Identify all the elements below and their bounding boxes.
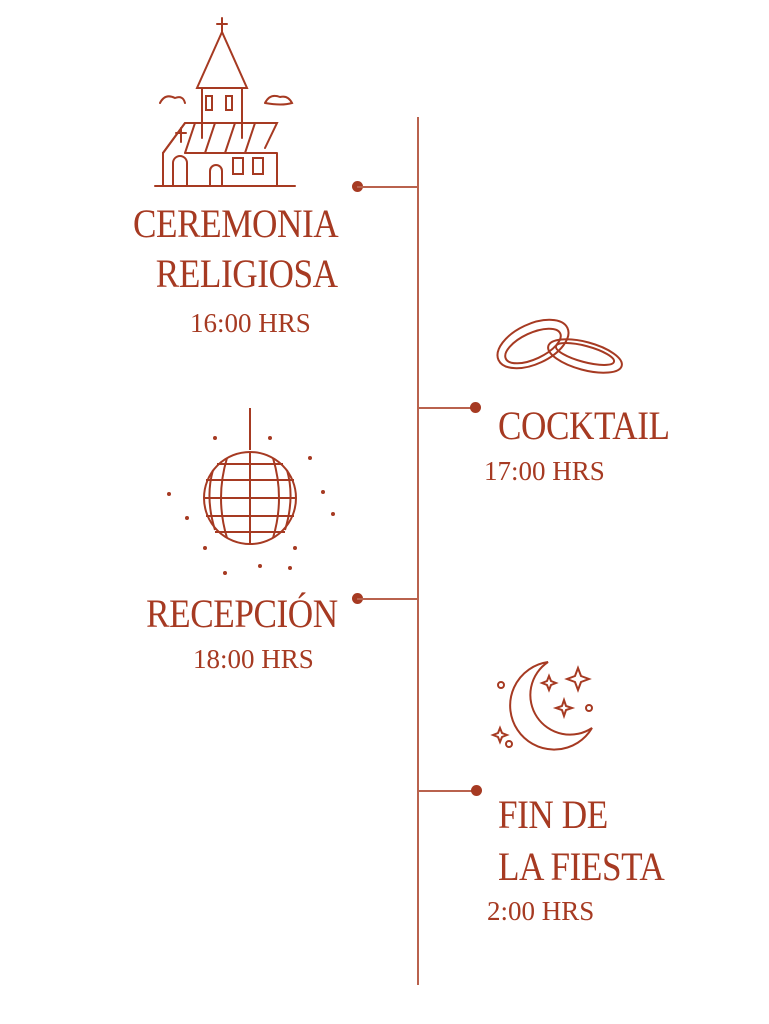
timeline-connector (418, 790, 478, 792)
timeline-axis (417, 117, 419, 985)
disco-ball-icon (167, 408, 335, 575)
church-icon (154, 17, 296, 187)
event-time: 2:00 HRS (487, 896, 595, 926)
timeline-dot (470, 402, 481, 413)
event-title: COCKTAIL (498, 403, 670, 448)
wedding-rings-icon (496, 318, 623, 374)
timeline-connector (418, 407, 478, 409)
timeline-connector (357, 598, 417, 600)
moon-stars-icon (490, 661, 593, 751)
timeline-dot (471, 785, 482, 796)
event-title: CEREMONIA (132, 201, 339, 246)
event-time: 17:00 HRS (484, 456, 605, 486)
event-title: FIN DE (498, 792, 608, 837)
event-time: 16:00 HRS (190, 308, 311, 338)
event-title: RECEPCIÓN (146, 591, 338, 636)
event-time: 18:00 HRS (193, 644, 314, 674)
event-title: RELIGIOSA (156, 251, 338, 296)
event-title: LA FIESTA (498, 844, 665, 889)
timeline-connector (357, 186, 417, 188)
